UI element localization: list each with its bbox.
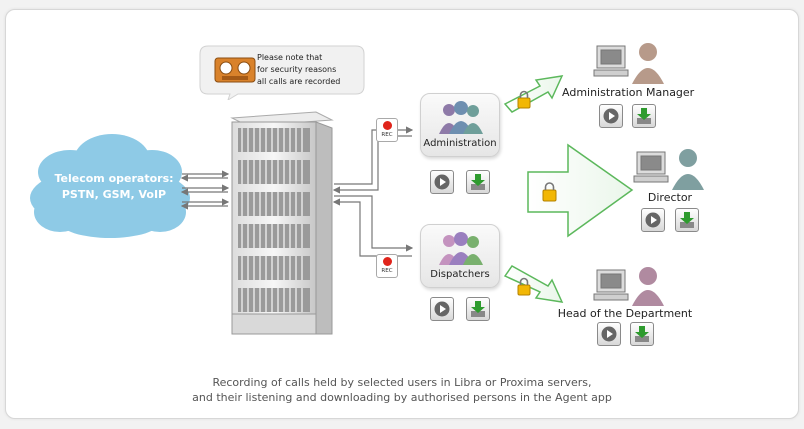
play-button[interactable] (641, 208, 665, 232)
rec-label: REC (381, 268, 393, 274)
play-icon (434, 301, 450, 317)
cloud-line-2: PSTN, GSM, VoIP (61, 188, 167, 201)
play-icon (434, 174, 450, 190)
download-icon (637, 108, 651, 124)
group-icon (439, 232, 483, 265)
computer-icon (593, 45, 669, 301)
admin-manager-label: Administration Manager (562, 86, 695, 99)
group-icon (439, 101, 483, 134)
caption-line-1: Recording of calls held by selected user… (212, 376, 592, 389)
telecom-operators-label: Telecom operators: PSTN, GSM, VoIP (44, 171, 184, 203)
download-icon (635, 326, 649, 342)
download-icon (680, 212, 694, 228)
rec-label: REC (381, 132, 393, 138)
play-button[interactable] (430, 170, 454, 194)
notice-line-3: all calls are recorded (257, 77, 341, 86)
download-button[interactable] (466, 297, 490, 321)
download-button[interactable] (675, 208, 699, 232)
download-button[interactable] (632, 104, 656, 128)
dispatchers-label: Dispatchers (430, 269, 490, 280)
administration-group: Administration (420, 93, 500, 157)
tape-recorder-icon (214, 57, 256, 83)
download-icon (471, 174, 485, 190)
rack-connector-lines (332, 126, 414, 257)
play-button[interactable] (599, 104, 623, 128)
administration-label: Administration (423, 138, 497, 149)
caption-line-2: and their listening and downloading by a… (192, 391, 612, 404)
caption: Recording of calls held by selected user… (0, 375, 804, 405)
download-button[interactable] (630, 322, 654, 346)
dispatchers-group: Dispatchers (420, 224, 500, 288)
play-button[interactable] (430, 297, 454, 321)
lock-icon (517, 90, 557, 296)
director-label: Director (647, 191, 693, 204)
play-icon (601, 326, 617, 342)
download-icon (471, 301, 485, 317)
server-rack-icon (230, 111, 334, 335)
play-icon (603, 108, 619, 124)
rec-icon: REC (376, 118, 398, 142)
play-button[interactable] (597, 322, 621, 346)
notice-line-1: Please note that (257, 53, 323, 62)
download-button[interactable] (466, 170, 490, 194)
rec-icon: REC (376, 254, 398, 278)
person-icon (632, 43, 704, 306)
play-icon (645, 212, 661, 228)
head-of-department-label: Head of the Department (557, 307, 693, 320)
cloud-line-1: Telecom operators: (54, 172, 174, 185)
cloud-rack-arrows (180, 170, 230, 210)
security-notice: Please note that for security reasons al… (257, 52, 367, 88)
notice-line-2: for security reasons (257, 65, 337, 74)
cloud-icon (30, 134, 190, 238)
